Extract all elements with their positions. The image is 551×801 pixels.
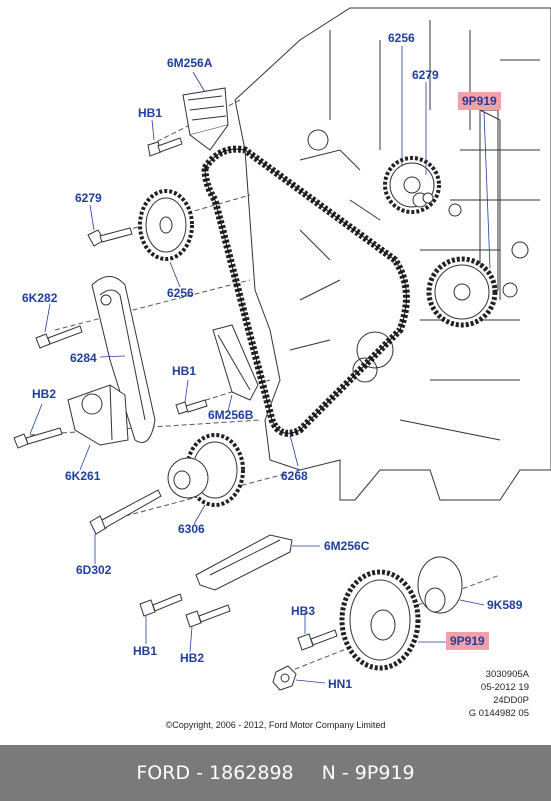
sprocket-left bbox=[138, 189, 194, 261]
drawing-metadata: 3030905A 05-2012 19 24DD0P G 0144982 05 bbox=[469, 668, 529, 720]
label-6279-top: 6279 bbox=[412, 68, 439, 82]
hub-9k589 bbox=[417, 556, 463, 614]
label-hb1-bottom: HB1 bbox=[133, 644, 158, 658]
bolt-hb1-mid bbox=[175, 399, 208, 415]
nut-hn1 bbox=[272, 665, 297, 691]
meta-line-3: 24DD0P bbox=[493, 695, 529, 706]
label-6d302: 6D302 bbox=[76, 563, 112, 577]
label-6m256a: 6M256A bbox=[167, 56, 213, 70]
footer-reference: N - 9P919 bbox=[321, 762, 415, 784]
bolt-hb3 bbox=[297, 629, 338, 651]
label-6279-left: 6279 bbox=[75, 191, 102, 205]
label-hb2-bottom: HB2 bbox=[180, 651, 205, 665]
label-hb1-top: HB1 bbox=[138, 106, 163, 120]
bolt-hb1-bottom bbox=[139, 593, 183, 617]
crankshaft-sprocket-bottom bbox=[339, 569, 421, 671]
tensioner-6k261 bbox=[67, 384, 129, 446]
label-6306: 6306 bbox=[178, 522, 205, 536]
label-9p919-bottom: 9P919 bbox=[446, 632, 489, 650]
label-hb1-mid: HB1 bbox=[172, 364, 197, 378]
crank-sprocket-6306 bbox=[167, 433, 245, 507]
label-6m256b: 6M256B bbox=[208, 408, 254, 422]
bolt-6d302 bbox=[89, 489, 162, 535]
label-6k282: 6K282 bbox=[22, 291, 58, 305]
exploded-timing-diagram bbox=[13, 7, 551, 691]
part-number-footer: FORD - 1862898 N - 9P919 bbox=[0, 745, 551, 801]
camshaft-sprocket-right bbox=[426, 256, 498, 328]
bolt-hb2-bottom bbox=[185, 604, 231, 628]
bolt-6k282 bbox=[35, 325, 83, 349]
bolt-hb1-top bbox=[147, 137, 183, 157]
guide-6m256c bbox=[195, 534, 293, 591]
label-6256-top: 6256 bbox=[388, 31, 415, 45]
tensioner-arm-6284 bbox=[91, 276, 156, 443]
label-hb3: HB3 bbox=[291, 604, 316, 618]
label-hn1: HN1 bbox=[328, 677, 353, 691]
label-hb2-mid: HB2 bbox=[32, 387, 57, 401]
meta-line-4: G 0144982 05 bbox=[468, 708, 529, 719]
copyright-notice: ©Copyright, 2006 - 2012, Ford Motor Comp… bbox=[165, 720, 386, 730]
tensioner-6m256a bbox=[182, 87, 229, 151]
label-9k589: 9K589 bbox=[487, 598, 523, 612]
bolt-6279-left bbox=[87, 227, 133, 247]
label-6m256c: 6M256C bbox=[324, 539, 370, 553]
label-6256-left: 6256 bbox=[167, 286, 194, 300]
camshaft-sprocket-top bbox=[383, 156, 441, 214]
label-6k261: 6K261 bbox=[65, 469, 101, 483]
meta-line-1: 3030905A bbox=[485, 669, 529, 680]
label-6268: 6268 bbox=[281, 469, 308, 483]
footer-brand-part: FORD - 1862898 bbox=[136, 762, 294, 784]
label-6284: 6284 bbox=[70, 351, 97, 365]
engine-block-outline bbox=[234, 7, 551, 501]
meta-line-2: 05-2012 19 bbox=[480, 682, 529, 693]
guide-6m256b bbox=[212, 324, 259, 401]
label-9p919-top: 9P919 bbox=[458, 92, 501, 110]
bolt-hb2-mid bbox=[13, 427, 63, 449]
